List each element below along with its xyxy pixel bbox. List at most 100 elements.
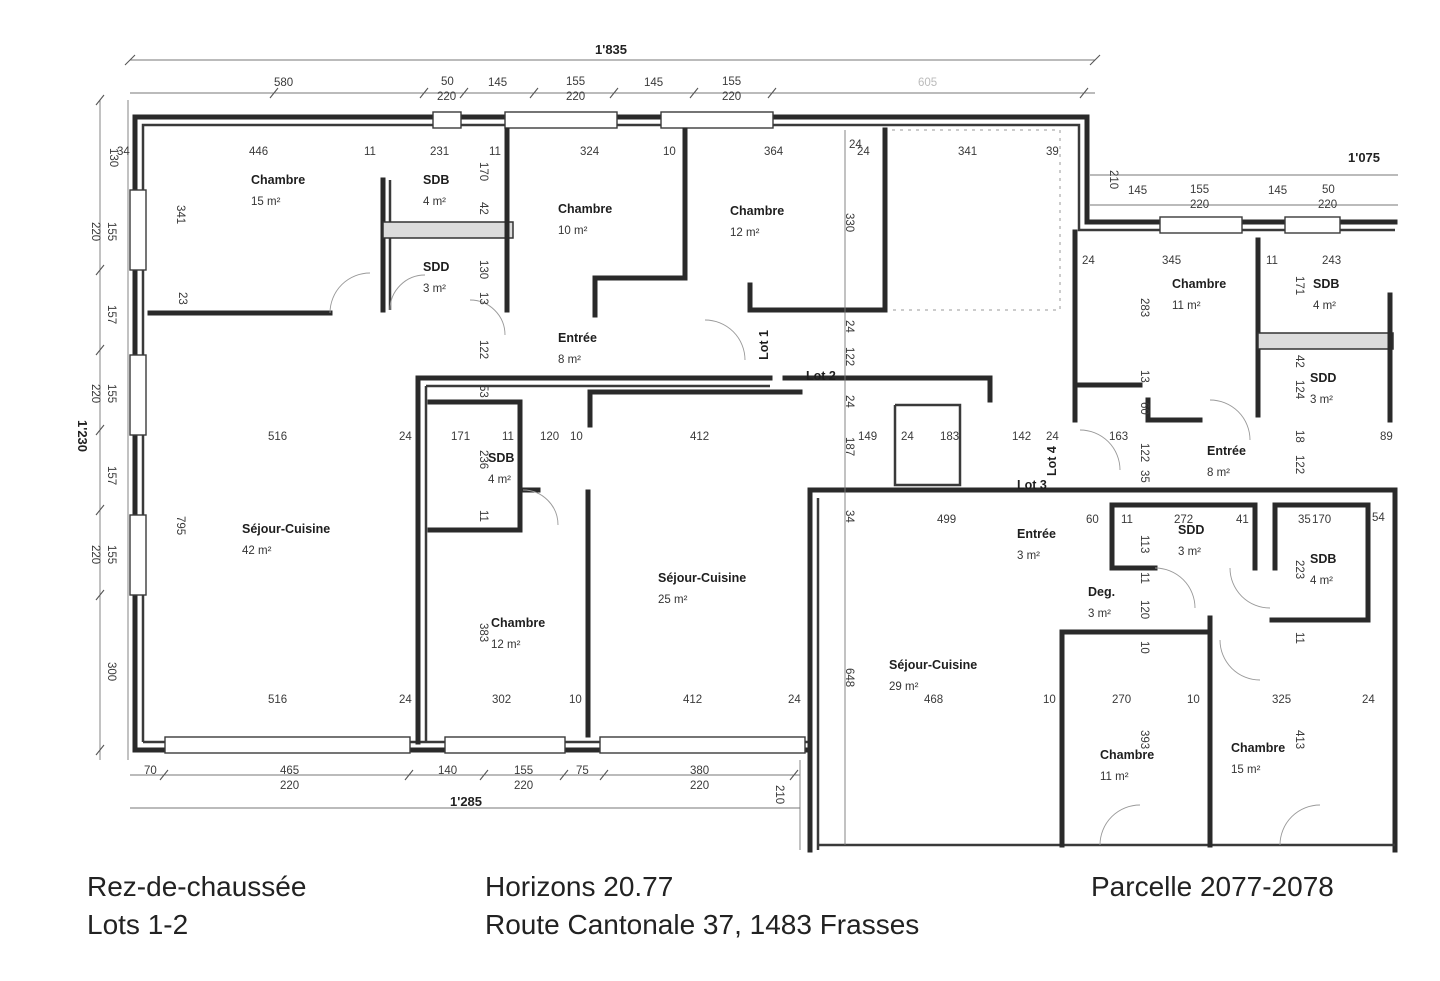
room-name: Entrée [558, 331, 597, 345]
room-area: 25 m² [658, 594, 688, 606]
svg-text:412: 412 [690, 431, 709, 443]
svg-text:145: 145 [1268, 185, 1287, 197]
room-area: 3 m² [1017, 550, 1040, 562]
room-name: Chambre [558, 202, 612, 216]
svg-text:50: 50 [1322, 184, 1335, 196]
room-area: 11 m² [1100, 771, 1129, 783]
svg-text:24: 24 [843, 320, 855, 333]
room-name: SDD [423, 260, 449, 274]
caption-middle: Horizons 20.77 Route Cantonale 37, 1483 … [485, 868, 919, 944]
svg-text:24: 24 [849, 139, 862, 151]
svg-text:10: 10 [663, 146, 676, 158]
svg-text:42: 42 [477, 202, 489, 215]
svg-text:155: 155 [105, 222, 117, 241]
svg-text:122: 122 [1293, 455, 1305, 474]
caption-left: Rez-de-chaussée Lots 1-2 [87, 868, 306, 944]
room-area: 3 m² [1310, 394, 1333, 406]
svg-text:220: 220 [1190, 199, 1209, 211]
room-name: Chambre [730, 204, 784, 218]
svg-text:120: 120 [540, 431, 559, 443]
svg-text:345: 345 [1162, 255, 1181, 267]
svg-text:272: 272 [1174, 514, 1193, 526]
svg-text:155: 155 [566, 76, 585, 88]
svg-text:70: 70 [144, 765, 157, 777]
room-name: SDB [423, 173, 449, 187]
svg-text:11: 11 [1121, 514, 1133, 526]
svg-text:145: 145 [488, 77, 507, 89]
room-name: Séjour-Cuisine [658, 571, 746, 585]
room-name: Chambre [251, 173, 305, 187]
room-name: Séjour-Cuisine [889, 658, 977, 672]
svg-text:10: 10 [1187, 694, 1200, 706]
svg-text:60: 60 [1086, 514, 1099, 526]
svg-text:11: 11 [502, 431, 514, 443]
svg-text:24: 24 [857, 146, 870, 158]
room-area: 11 m² [1172, 300, 1201, 312]
overall-dim-top: 1'835 [595, 42, 627, 57]
room-area: 12 m² [491, 639, 521, 651]
svg-text:393: 393 [1138, 730, 1150, 749]
svg-text:120: 120 [1138, 600, 1150, 619]
svg-text:516: 516 [268, 694, 287, 706]
room-area: 4 m² [1310, 575, 1333, 587]
caption-parcel: Parcelle 2077-2078 [1091, 871, 1334, 902]
svg-text:231: 231 [430, 146, 449, 158]
svg-text:149: 149 [858, 431, 877, 443]
svg-text:341: 341 [174, 205, 186, 224]
svg-text:34: 34 [843, 510, 855, 523]
svg-text:145: 145 [644, 77, 663, 89]
svg-text:140: 140 [438, 765, 457, 777]
svg-text:24: 24 [399, 431, 412, 443]
room-name: SDD [1178, 523, 1204, 537]
room-name: SDB [488, 451, 514, 465]
lot-2-label: Lot 2 [806, 369, 836, 383]
svg-text:300: 300 [105, 662, 117, 681]
svg-text:171: 171 [451, 431, 470, 443]
svg-text:220: 220 [437, 91, 456, 103]
room-area: 42 m² [242, 545, 272, 557]
room-name: SDB [1310, 552, 1336, 566]
room-area: 3 m² [1088, 608, 1111, 620]
windows [129, 111, 1341, 754]
room-area: 10 m² [558, 225, 588, 237]
svg-text:157: 157 [105, 466, 117, 485]
svg-text:41: 41 [1236, 514, 1249, 526]
caption-floor: Rez-de-chaussée [87, 871, 307, 902]
dims-bottom-row: 70 465 220 140 155 220 75 380 220 210 [144, 765, 785, 804]
svg-text:324: 324 [580, 146, 600, 158]
svg-text:122: 122 [1138, 443, 1150, 462]
overall-dim-bottom: 1'285 [450, 794, 482, 809]
room-labels: Chambre 15 m² SDB 4 m² SDD 3 m² Chambre … [242, 173, 1339, 783]
room-name: Chambre [491, 616, 545, 630]
room-area: 12 m² [730, 227, 760, 239]
svg-text:155: 155 [105, 384, 117, 403]
svg-text:163: 163 [1109, 431, 1128, 443]
caption-right: Parcelle 2077-2078 [1091, 868, 1334, 906]
lot-4-label: Lot 4 [1045, 446, 1059, 476]
svg-text:13: 13 [1138, 370, 1150, 383]
svg-text:113: 113 [1138, 535, 1150, 553]
room-area: 8 m² [1207, 467, 1230, 479]
svg-text:10: 10 [1138, 641, 1150, 654]
svg-text:34: 34 [117, 146, 130, 158]
caption-address: Route Cantonale 37, 1483 Frasses [485, 909, 920, 940]
svg-text:412: 412 [683, 694, 702, 706]
dims-interior: 446 11 231 11 324 10 364 24 341 39 34 24… [117, 139, 1393, 749]
svg-text:155: 155 [105, 545, 117, 564]
dims-left-column: 130 155 220 157 155 220 157 155 220 300 [89, 148, 119, 681]
svg-text:42: 42 [1293, 355, 1305, 368]
svg-text:157: 157 [105, 305, 117, 324]
svg-text:130: 130 [107, 148, 119, 167]
svg-text:223: 223 [1293, 560, 1305, 579]
floor-plan: 1'835 1'285 1'075 1'230 580 50 220 145 1… [75, 42, 1398, 853]
overall-dim-right-wing: 1'075 [1348, 150, 1380, 165]
svg-text:142: 142 [1012, 431, 1031, 443]
svg-text:18: 18 [1293, 430, 1305, 443]
svg-text:465: 465 [280, 765, 299, 777]
room-area: 4 m² [423, 196, 446, 208]
svg-text:155: 155 [1190, 184, 1209, 196]
lot-3-label: Lot 3 [1017, 478, 1047, 492]
svg-text:10: 10 [570, 431, 583, 443]
caption-project: Horizons 20.77 [485, 871, 674, 902]
room-area: 3 m² [423, 283, 446, 295]
